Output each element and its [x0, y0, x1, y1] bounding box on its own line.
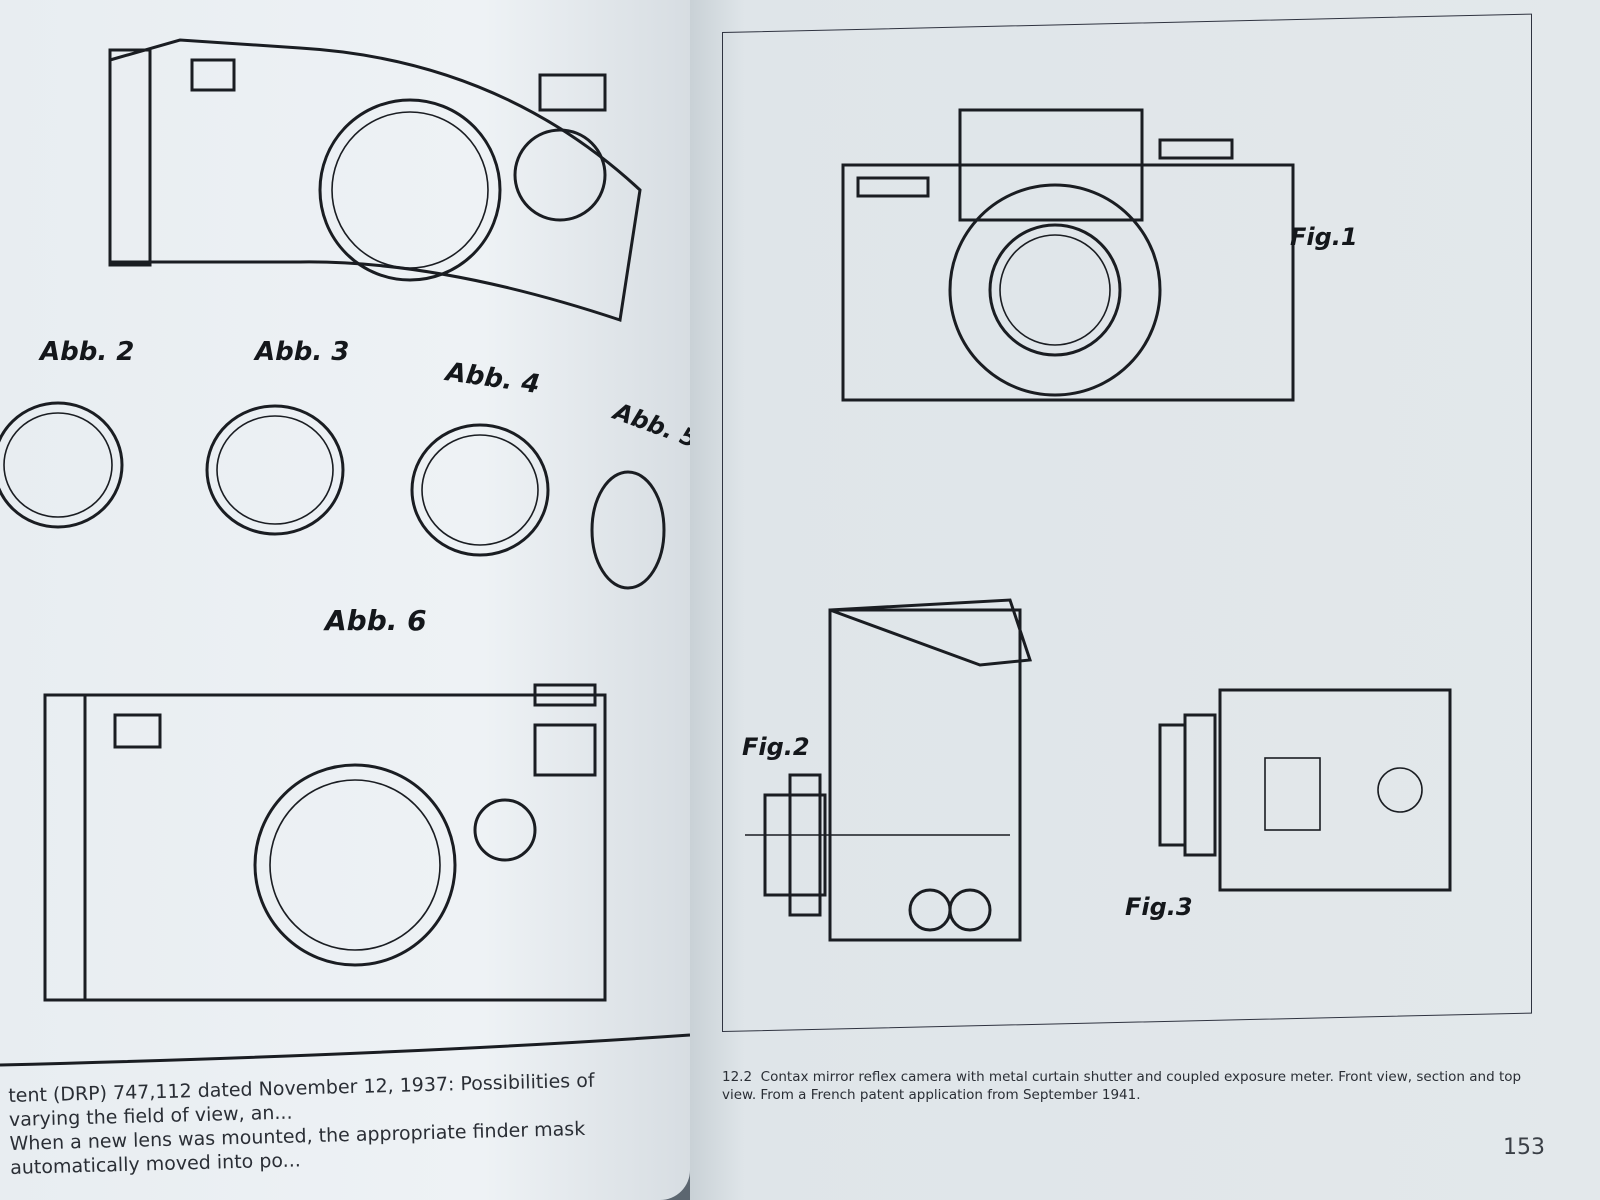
figure-label-abb6: Abb. 6 — [323, 604, 427, 637]
camera-top-drawing — [108, 38, 642, 322]
caption-text: Contax mirror reflex camera with metal c… — [722, 1069, 1522, 1103]
figure-label-fig3: Fig.3 — [1125, 893, 1193, 921]
right-figure-caption: 12.2 Contax mirror reflex camera with me… — [722, 1068, 1552, 1104]
caption-number: 12.2 — [722, 1069, 753, 1085]
patent-drawings-left: Abb. 2 Abb. 3 Abb. 4 Abb. 5 Abb. 6 — [0, 38, 690, 1067]
fig1-front-view-drawing — [841, 108, 1295, 402]
fig2-section-drawing — [745, 598, 1033, 942]
figure-label-fig1: Fig.1 — [1290, 223, 1358, 251]
figure-label-abb2: Abb. 2 — [38, 337, 134, 367]
figure-label-fig2: Fig.2 — [742, 733, 810, 761]
fig3-top-view-drawing — [1158, 688, 1452, 892]
camera-front-drawing — [43, 683, 607, 1002]
page-number: 153 — [1503, 1135, 1545, 1160]
mask-ring-drawings — [0, 401, 666, 590]
caption-rule — [0, 1033, 690, 1067]
left-book-page: Abb. 2 Abb. 3 Abb. 4 Abb. 5 Abb. 6 tent … — [0, 0, 690, 1200]
figure-label-abb3: Abb. 3 — [253, 337, 349, 367]
